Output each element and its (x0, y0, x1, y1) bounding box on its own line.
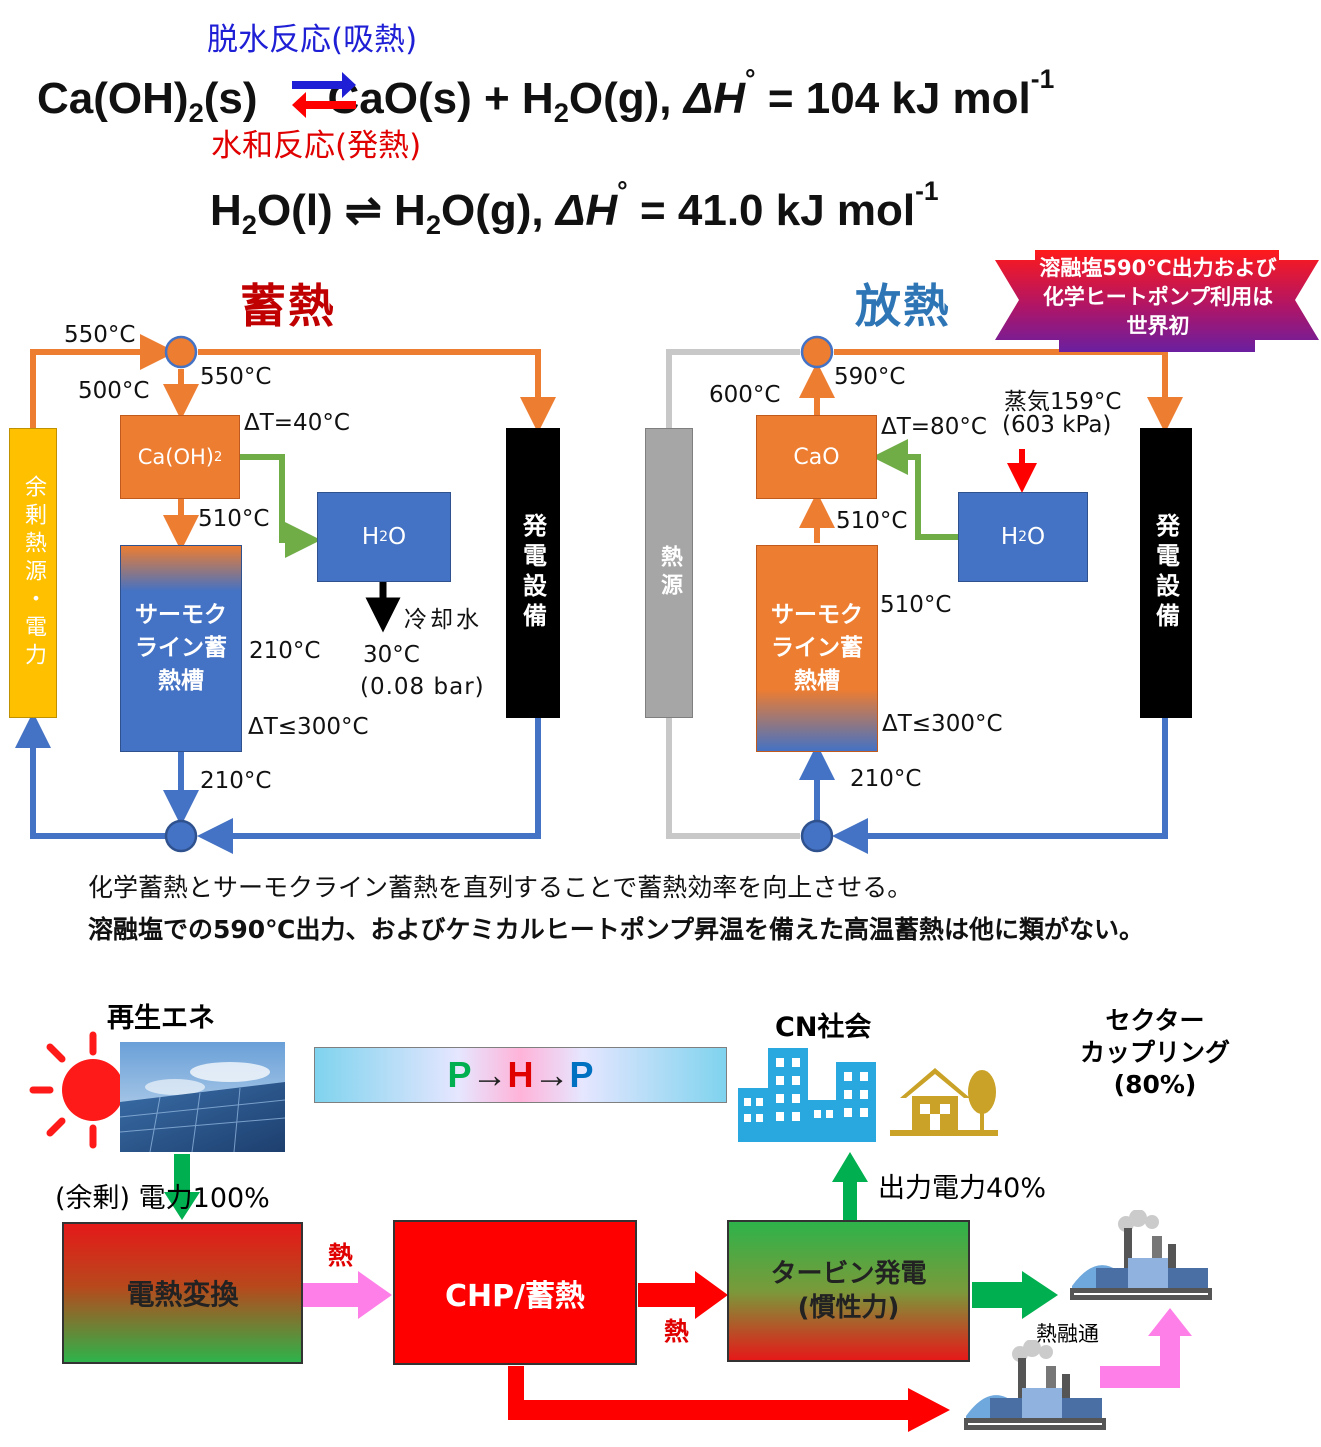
cooling-water: 冷却水 (404, 607, 482, 633)
pressure-008: (0.08 bar) (360, 674, 485, 700)
heat-sharing-label: 熱融通 (1036, 1322, 1099, 1346)
eq1-val: = 104 kJ mol (755, 74, 1031, 124)
eq2-sub1: 2 (241, 208, 257, 240)
pht-arrow2: → (533, 1054, 570, 1095)
temp-510: 510°C (198, 506, 270, 532)
factory-icon-bottom (964, 1340, 1106, 1430)
cn-society-label: CN社会 (775, 1012, 872, 1043)
eq2-a: H (210, 186, 242, 236)
heat-source: 熱源 (645, 428, 693, 718)
temp-510-b: 510°C (880, 592, 952, 618)
eq1-lhs: Ca(OH) (37, 74, 189, 124)
output-power-label: 出力電力40% (878, 1173, 1047, 1204)
steam-pressure: (603 kPa) (1002, 412, 1112, 438)
h2o-h: H (361, 524, 380, 550)
delta-t-80: ΔT=80°C (881, 414, 987, 440)
buildings-icon (738, 1048, 876, 1142)
thermocline-tank-storage: サーモクライン蓄熱槽 (120, 545, 242, 752)
caoh2-sub: 2 (213, 449, 223, 465)
eq1-dh: ΔH (683, 74, 746, 124)
factory-icon-top (1070, 1210, 1212, 1300)
eq1-exp: -1 (1030, 64, 1055, 94)
temp-590: 590°C (834, 364, 906, 390)
delta-t-40: ΔT=40°C (244, 410, 350, 436)
eq1-deg: ° (745, 64, 756, 94)
power-plant-storage: 発電設備 (506, 428, 560, 718)
turbine-power-box: タービン発電 (慣性力) (727, 1220, 970, 1362)
chp-storage-box: CHP/蓄熱 (393, 1220, 637, 1365)
summary-line-1: 化学蓄熱とサーモクライン蓄熱を直列することで蓄熱効率を向上させる。 (88, 873, 913, 902)
hydration-label: 水和反応(発熱) (211, 128, 422, 164)
temp-210-bottom: 210°C (200, 768, 272, 794)
renewable-label: 再生エネ (107, 1003, 215, 1034)
power-plant-release: 発電設備 (1140, 428, 1192, 718)
surplus-power-label: (余剰) 電力100% (55, 1183, 270, 1214)
eq2-val: = 41.0 kJ mol (627, 186, 916, 236)
temp-210-r: 210°C (850, 766, 922, 792)
temp-600: 600°C (709, 382, 781, 408)
eq2-b: O(l) ⇌ H (256, 186, 426, 236)
temp-550-left: 550°C (64, 322, 136, 348)
thermocline-tank-release: サーモクライン蓄熱槽 (756, 545, 878, 752)
solar-panel-image (120, 1042, 285, 1152)
surplus-heat-source: 余剰熱源・電力 (9, 428, 57, 718)
banner-shape (995, 250, 1319, 352)
eq1-lhs-sub: 2 (188, 96, 204, 128)
pht-arrow1: → (471, 1054, 508, 1095)
world-first-banner: 溶融塩590℃出力および化学ヒートポンプ利用は世界初 (995, 250, 1319, 352)
equation-2: H2O(l) ⇌ H2O(g), ΔH° = 41.0 kJ mol-1 (210, 176, 939, 241)
temp-210-side: 210°C (249, 638, 321, 664)
caoh2-reactor: Ca(OH)2 (120, 415, 240, 499)
storage-title: 蓄熱 (240, 279, 336, 333)
heat-label-1: 熱 (328, 1241, 354, 1270)
eq1-rhs-sub: 2 (553, 96, 569, 128)
steam-159: 蒸気159°C (1004, 389, 1122, 415)
h2o-h-r: H (1000, 524, 1019, 550)
eq2-sub2: 2 (425, 208, 441, 240)
summary-line-2: 溶融塩での590℃出力、およびケミカルヒートポンプ昇温を備えた高温蓄熱は他に類が… (88, 915, 1144, 944)
pipe-network (15, 334, 1183, 854)
temp-30: 30°C (363, 642, 420, 668)
temp-500: 500°C (78, 378, 150, 404)
temp-510-a: 510°C (836, 508, 908, 534)
release-title: 放熱 (855, 279, 951, 333)
pht-h: H (507, 1054, 534, 1095)
cao-reactor: CaO (756, 415, 877, 499)
banner-text: 溶融塩590℃出力および化学ヒートポンプ利用は世界初 (1039, 256, 1277, 338)
tank-label-r: サーモクライン蓄熱槽 (771, 602, 863, 694)
tank-label: サーモクライン蓄熱槽 (135, 602, 227, 694)
eq1-lhs-state: (s) (203, 74, 258, 124)
temp-550: 550°C (200, 364, 272, 390)
pht-p2: P (569, 1054, 594, 1095)
heat-label-2: 熱 (664, 1317, 690, 1346)
eq2-dh: ΔH (555, 186, 618, 236)
eq2-c: O(g), (440, 186, 556, 236)
h2o-o: O (388, 524, 407, 550)
sector-coupling-label: セクター カップリング (80%) (1079, 1006, 1230, 1099)
delta-t-300-r: ΔT≤300°C (882, 711, 1003, 737)
dehydration-label: 脱水反応(吸熱) (207, 22, 418, 58)
flow-arrows (164, 1152, 1192, 1432)
delta-t-300: ΔT≤300°C (248, 714, 369, 740)
p-h-p-banner: P → H → P (314, 1047, 727, 1103)
eq2-deg: ° (617, 176, 628, 206)
electric-to-heat-box: 電熱変換 (62, 1222, 303, 1364)
h2o-sub: 2 (379, 529, 389, 545)
house-icon (890, 1068, 998, 1136)
eq2-exp: -1 (915, 176, 939, 206)
caoh2-label: Ca(OH) (137, 445, 214, 469)
eq1-rhs-a: CaO(s) + H (327, 74, 554, 124)
h2o-o-r: O (1027, 524, 1046, 550)
equilibrium-arrows-icon (292, 72, 356, 118)
h2o-sub-r: 2 (1018, 529, 1028, 545)
equation-1: Ca(OH)2(s)CaO(s) + H2O(g), ΔH° = 104 kJ … (37, 64, 1054, 129)
pht-p1: P (447, 1054, 472, 1095)
eq1-rhs-b: O(g), (568, 74, 684, 124)
